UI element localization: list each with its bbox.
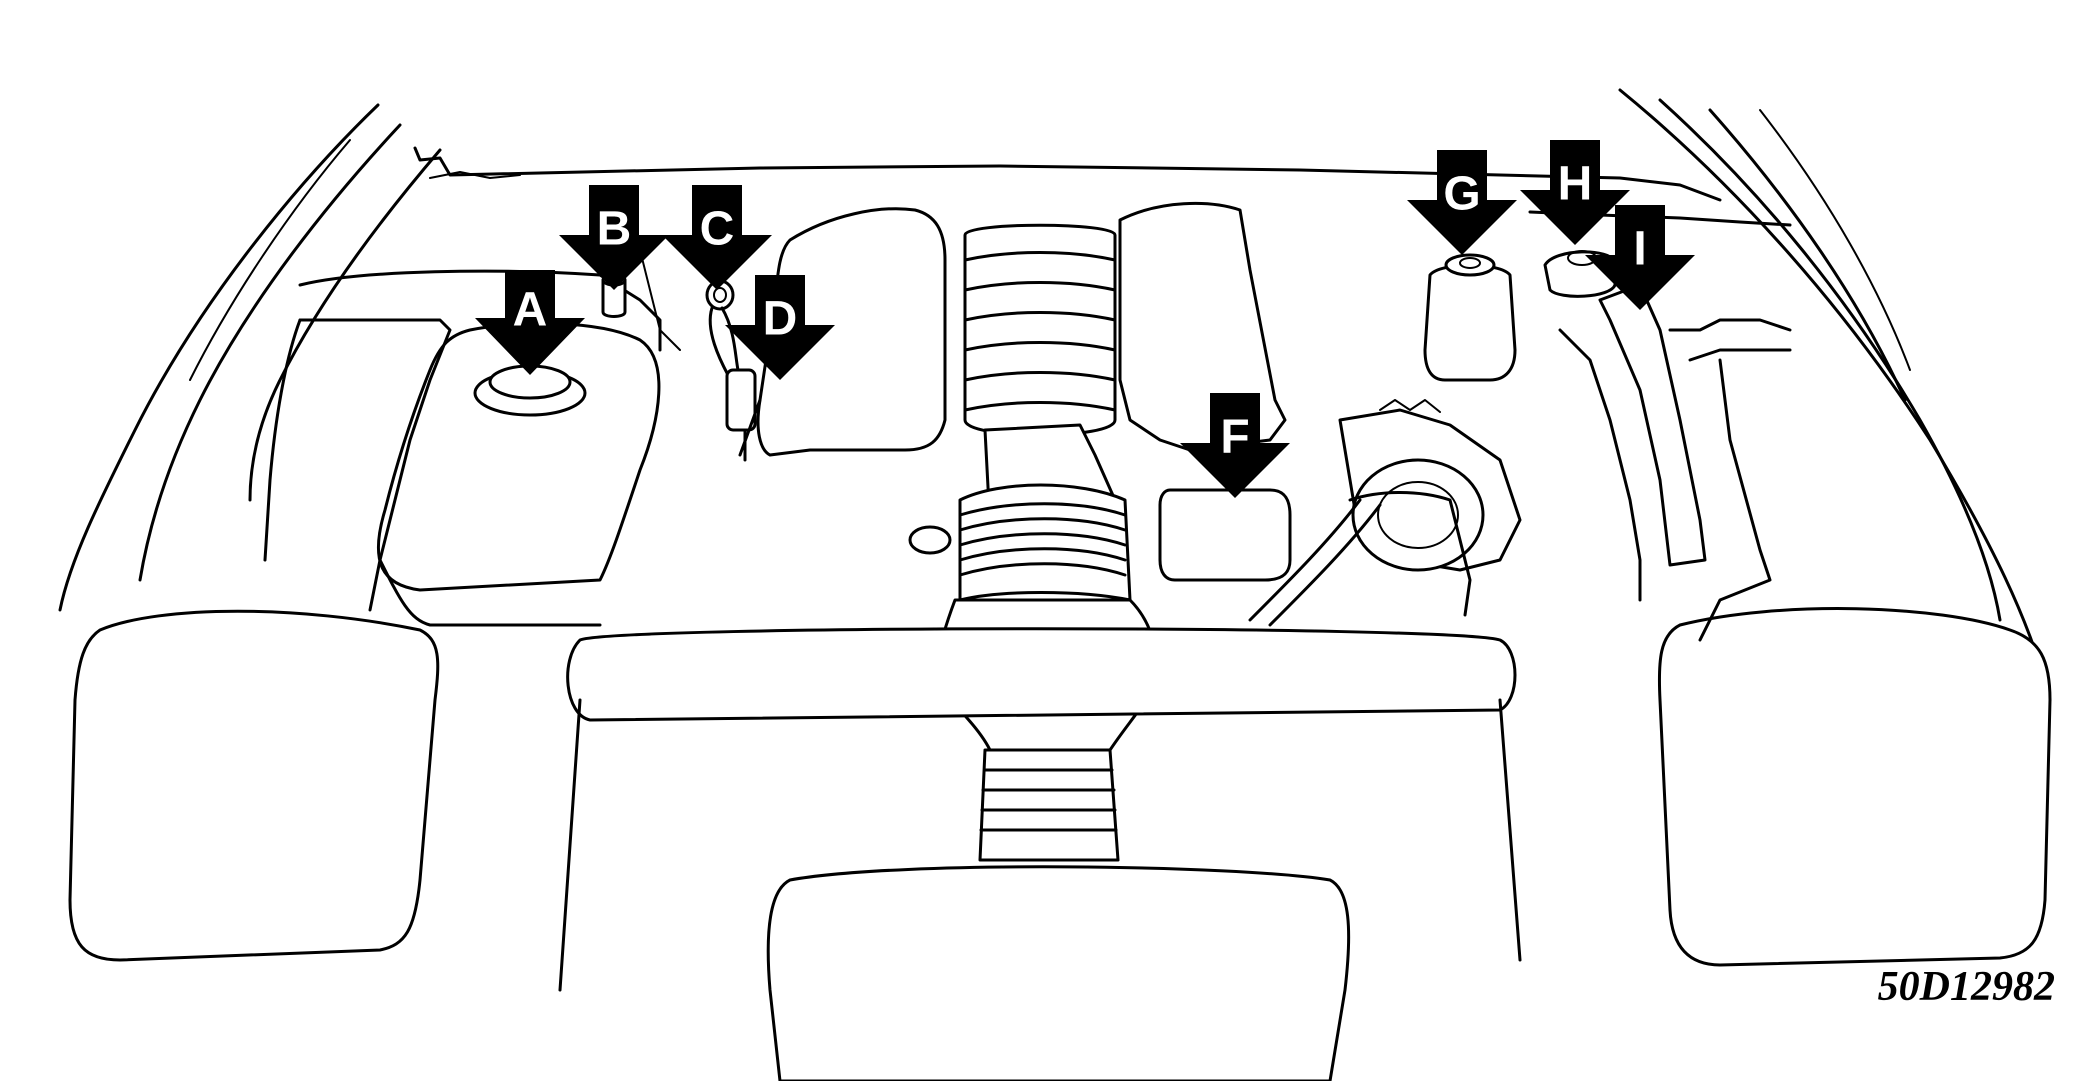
callout-b: B: [559, 185, 669, 290]
power-steering-reservoir: [1158, 488, 1292, 582]
intake-tube: [908, 423, 1158, 802]
coolant-reservoir: [376, 321, 661, 592]
engine-right-cover: [1118, 201, 1287, 452]
callout-h: H: [1520, 140, 1630, 245]
figure-id-label: 50D12982: [1878, 964, 2055, 1010]
air-intake-plenum: [963, 223, 1117, 437]
callout-g: G: [1407, 150, 1517, 255]
callout-label-i: I: [1633, 223, 1646, 276]
left-box-component: [263, 318, 602, 627]
callout-i: I: [1585, 205, 1695, 310]
radiator-hose: [1558, 283, 1792, 642]
callout-arrow-i: [1585, 205, 1695, 310]
callout-arrow-g: [1407, 150, 1517, 255]
callout-f: F: [1180, 393, 1290, 498]
callout-label-f: F: [1220, 411, 1249, 464]
left-fender-outline: [58, 103, 442, 612]
belt-pulley-assembly: [1248, 399, 1522, 627]
left-headlight: [68, 609, 440, 962]
callout-d: D: [725, 275, 835, 380]
callout-label-d: D: [763, 293, 798, 346]
callout-label-b: B: [597, 203, 632, 256]
washer-fluid-reservoir: [1423, 253, 1517, 382]
callout-a: A: [475, 270, 585, 375]
callout-arrow-b: [559, 185, 669, 290]
radiator-support: [558, 627, 1522, 992]
callout-label-g: G: [1443, 168, 1480, 221]
engine-left-cover: [738, 207, 947, 457]
intake-sensor: [908, 525, 952, 555]
lower-intake-bellows: [978, 748, 1120, 862]
callout-c: C: [662, 185, 772, 290]
callout-arrow-h: [1520, 140, 1630, 245]
callout-label-a: A: [513, 284, 548, 337]
callout-arrow-f: [1180, 393, 1290, 498]
callout-arrow-c: [662, 185, 772, 290]
callout-arrow-a: [475, 270, 585, 375]
right-fender-outline: [1618, 88, 2052, 702]
callout-arrow-d: [725, 275, 835, 380]
air-filter-box: [766, 865, 1351, 1081]
right-headlight: [1657, 607, 2052, 967]
callout-label-c: C: [700, 203, 735, 256]
callout-label-h: H: [1558, 158, 1593, 211]
dipstick-tube: [725, 368, 757, 432]
